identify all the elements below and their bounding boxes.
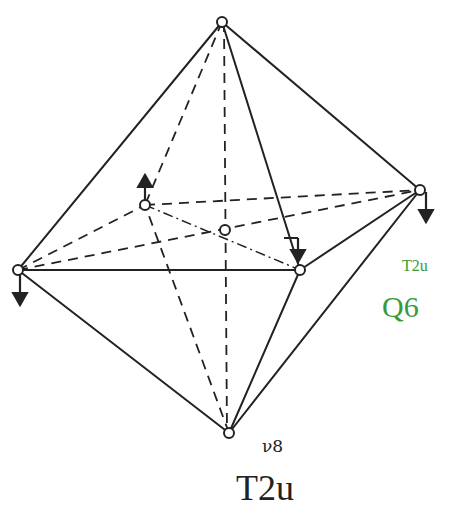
mode-label: Q6 <box>382 292 419 322</box>
mode-number: ν8 <box>262 438 283 455</box>
symmetry-label: T2u <box>402 258 428 274</box>
symmetry-label: T2u <box>236 470 294 506</box>
